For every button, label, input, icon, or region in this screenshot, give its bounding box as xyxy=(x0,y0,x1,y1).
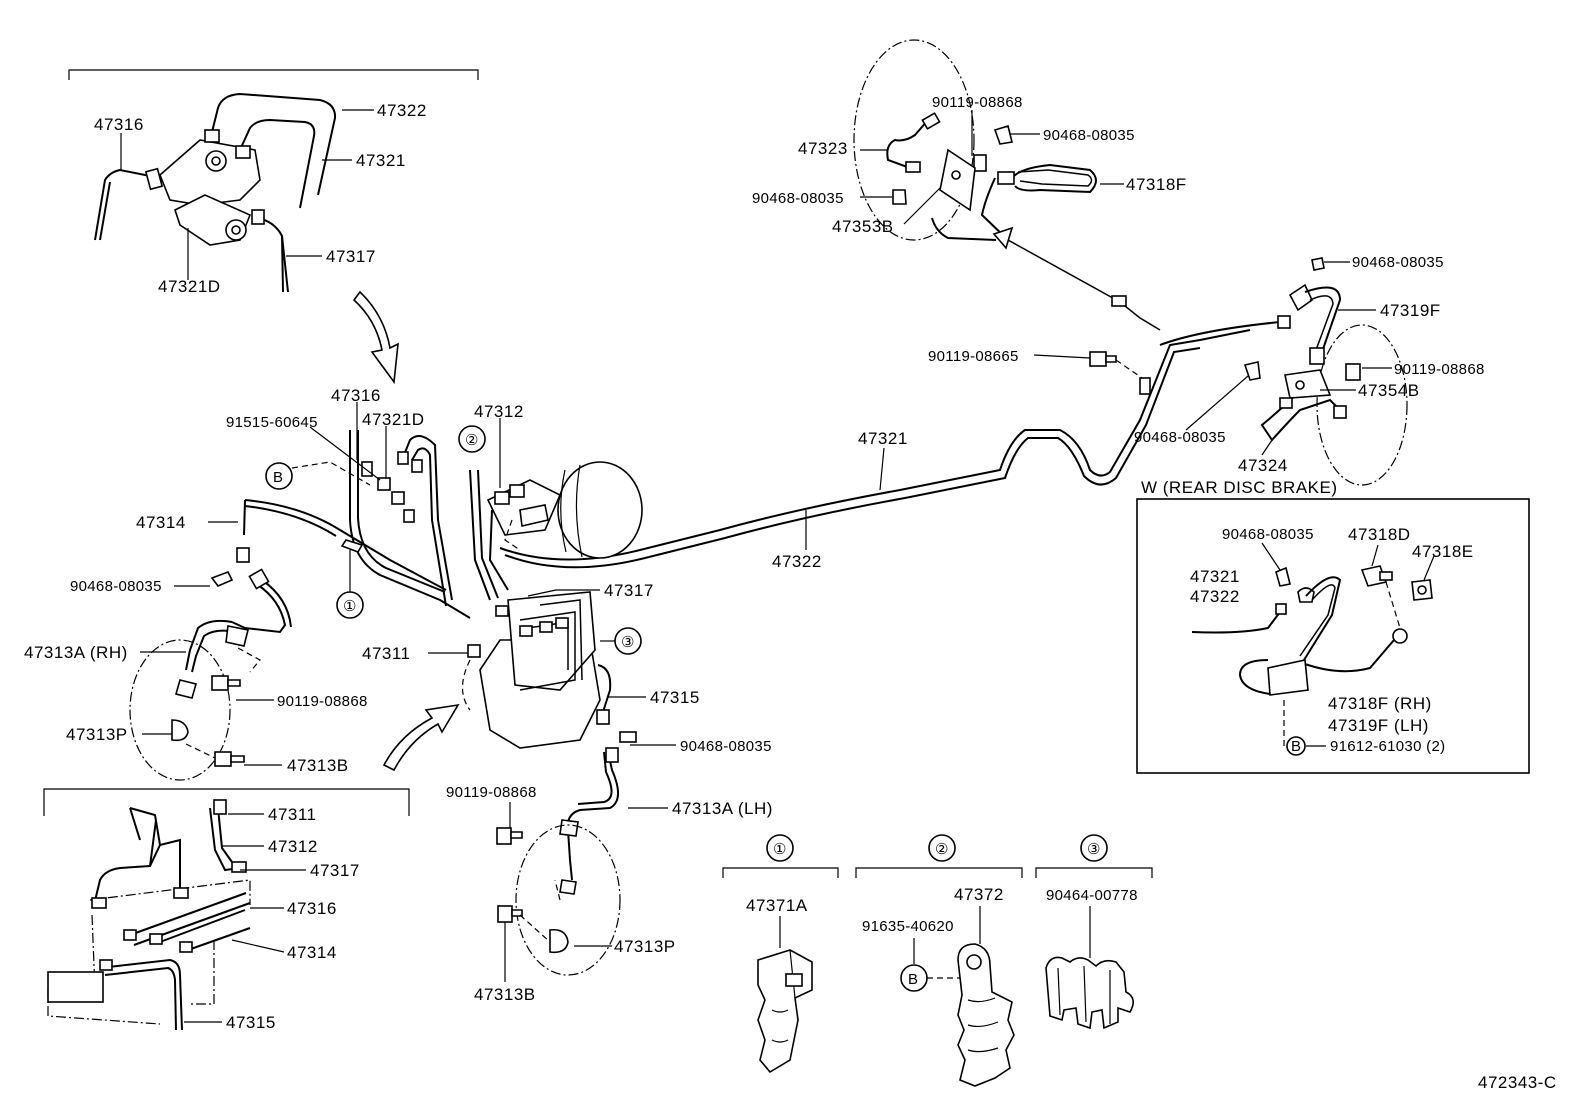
label-47317-inset-bl: 47317 xyxy=(310,861,360,880)
label-90119-08868-a: 90119-08868 xyxy=(277,693,368,710)
label-90468-08035-d: 90468-08035 xyxy=(752,190,844,207)
clamp-1-part: 47371A xyxy=(746,896,808,915)
label-47324: 47324 xyxy=(1238,456,1288,475)
label-47321-inset: 47321 xyxy=(356,151,406,170)
direction-arrow-top xyxy=(352,290,399,385)
label-90119-08665: 90119-08665 xyxy=(928,348,1019,365)
label-91515-60645: 91515-60645 xyxy=(226,414,318,431)
label-47322-main: 47322 xyxy=(772,552,822,571)
label-47313a-rh: 47313A (RH) xyxy=(24,643,128,662)
main-brake-assembly: ① ② ③ B xyxy=(24,329,1251,1004)
label-47311-inset: 47311 xyxy=(268,805,317,824)
label-47315-inset-bl: 47315 xyxy=(226,1013,276,1032)
label-47318d: 47318D xyxy=(1348,525,1411,544)
label-47322-inset: 47322 xyxy=(377,101,427,120)
label-47321d-main: 47321D xyxy=(362,410,425,429)
label-91612-61030: 91612-61030 (2) xyxy=(1330,738,1445,755)
figure-id: 472343-C xyxy=(1478,1073,1557,1092)
label-47312-inset: 47312 xyxy=(268,837,318,856)
label-47318f-rh: 47318F (RH) xyxy=(1328,694,1432,713)
label-47317-main: 47317 xyxy=(604,581,654,600)
label-90119-08868-c: 90119-08868 xyxy=(932,94,1023,111)
label-47317-inset: 47317 xyxy=(326,247,376,266)
label-47313p-rh: 47313P xyxy=(66,725,128,744)
label-47316-inset: 47316 xyxy=(94,115,144,134)
rear-disc-b-marker: B xyxy=(1291,738,1301,755)
label-47321d-inset: 47321D xyxy=(158,277,221,296)
marker-circle-2: ② xyxy=(465,432,479,449)
clamp-1-number: ① xyxy=(773,841,787,858)
label-90468-08035-c: 90468-08035 xyxy=(1043,127,1135,144)
marker-circle-3: ③ xyxy=(621,634,635,651)
label-47354b: 47354B xyxy=(1358,381,1420,400)
label-90468-08035-e: 90468-08035 xyxy=(1352,254,1444,271)
label-47321-main: 47321 xyxy=(858,429,908,448)
label-47313a-lh: 47313A (LH) xyxy=(672,799,773,818)
label-47318f: 47318F xyxy=(1126,175,1187,194)
label-47353b: 47353B xyxy=(832,217,894,236)
clamp-2-b-marker: B xyxy=(908,971,918,988)
clamp-3-part: 90464-00778 xyxy=(1046,887,1138,904)
clamp-details: ① 47371A ② 47372 91635-40620 B ③ 90464-0… xyxy=(722,834,1153,1087)
clamp-2-bolt: 91635-40620 xyxy=(862,918,954,935)
label-90468-08035-b: 90468-08035 xyxy=(680,738,772,755)
rear-disc-brake-box: W (REAR DISC BRAKE) B 90468-08035 47318D… xyxy=(1136,478,1530,774)
label-47315-main: 47315 xyxy=(650,688,700,707)
label-47323: 47323 xyxy=(798,139,848,158)
marker-circle-1: ① xyxy=(343,598,357,615)
label-47319f-lh: 47319F (LH) xyxy=(1328,716,1429,735)
inset-proportioning-valve: 47316 47322 47321 47317 47321D xyxy=(68,69,479,296)
label-47312-main: 47312 xyxy=(474,402,524,421)
rear-brake-lines: 90119-08868 90468-08035 47323 47318F 904… xyxy=(752,39,1485,486)
label-47313b-rh: 47313B xyxy=(287,756,349,775)
label-47316-inset-bl: 47316 xyxy=(287,899,337,918)
marker-b-main: B xyxy=(273,469,283,486)
inset-abs-pipes: 47311 47312 47317 47316 47314 47315 xyxy=(43,788,410,1032)
label-90119-08868-e: 90119-08868 xyxy=(1394,361,1485,378)
label-47313p-lh: 47313P xyxy=(614,937,676,956)
clamp-2-number: ② xyxy=(935,841,949,858)
label-47322-rd: 47322 xyxy=(1190,587,1240,606)
label-90468-08035-rd: 90468-08035 xyxy=(1222,526,1314,543)
label-47321-rd: 47321 xyxy=(1190,567,1240,586)
rear-disc-title: W (REAR DISC BRAKE) xyxy=(1141,478,1338,497)
clamp-3-number: ③ xyxy=(1087,841,1101,858)
label-47313b-lh: 47313B xyxy=(474,985,536,1004)
clamp-2-part: 47372 xyxy=(954,885,1004,904)
label-47316-main: 47316 xyxy=(331,386,381,405)
label-47314-main: 47314 xyxy=(136,513,186,532)
label-90468-08035-a: 90468-08035 xyxy=(70,578,162,595)
label-47311-main: 47311 xyxy=(362,644,411,663)
label-47319f: 47319F xyxy=(1380,301,1441,320)
label-90119-08868-b: 90119-08868 xyxy=(446,784,537,801)
label-90468-08035-f: 90468-08035 xyxy=(1134,429,1226,446)
label-47314-inset-bl: 47314 xyxy=(287,943,337,962)
label-47318e: 47318E xyxy=(1412,542,1474,561)
